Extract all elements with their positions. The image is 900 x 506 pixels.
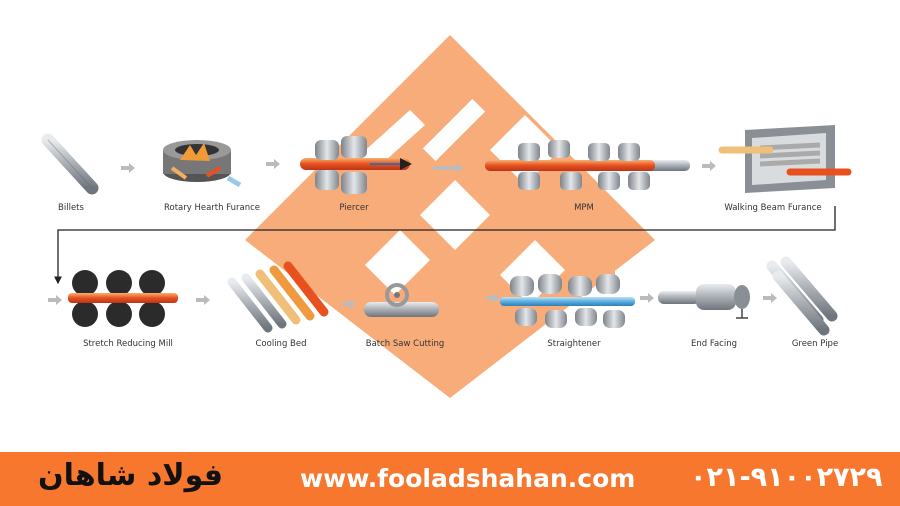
website-link[interactable]: www.fooladshahan.com (300, 464, 636, 493)
arrow-4 (702, 161, 716, 171)
arrow-10 (763, 293, 777, 303)
stretch-mill-icon (68, 270, 178, 327)
arrow-6 (196, 295, 210, 305)
row-connector (54, 206, 836, 285)
green-pipe-icon (766, 256, 838, 336)
saw-icon (364, 283, 439, 317)
stage-label-green-pipe: Green Pipe (791, 339, 839, 349)
stage-label-batch-saw-cutting: Batch Saw Cutting (365, 339, 445, 349)
process-diagram-svg (41, 35, 852, 398)
stage-label-cooling-bed: Cooling Bed (255, 339, 307, 349)
arrow-3 (433, 163, 463, 173)
straightener-icon (500, 274, 635, 328)
stage-label-straightener: Straightener (547, 339, 601, 349)
footer-bar: فولاد شاهان www.fooladshahan.com ۰۲۱-۹۱۰… (0, 452, 900, 506)
cooling-bed-icon (227, 261, 329, 333)
arrow-9 (640, 293, 654, 303)
stage-label-stretch-reducing-mill: Stretch Reducing Mill (83, 339, 173, 349)
piercer-icon (300, 136, 412, 194)
stage-label-end-facing: End Facing (691, 339, 737, 349)
billets-icon (41, 133, 99, 195)
brand-name: فولاد شاهان (38, 458, 224, 493)
stage-label-walking-beam-furnace: Walking Beam Furance (724, 203, 822, 213)
walking-beam-icon (718, 125, 852, 193)
arrow-8 (486, 293, 500, 303)
process-diagram: Billets Rotary Hearth Furance Piercer MP… (41, 35, 852, 398)
rotary-furnace-icon (163, 140, 242, 188)
phone-number[interactable]: ۰۲۱-۹۱۰۰۲۷۲۹ (690, 462, 883, 493)
arrow-7 (342, 299, 356, 309)
mpm-icon (485, 140, 690, 190)
stage-label-billets: Billets (58, 203, 84, 213)
stage-label-piercer: Piercer (339, 203, 369, 213)
stage-label-rotary-hearth-furnace: Rotary Hearth Furance (163, 203, 261, 213)
arrow-1 (121, 163, 135, 173)
arrow-2 (266, 159, 280, 169)
end-facing-icon (658, 284, 750, 319)
arrow-5 (48, 295, 62, 305)
stage-label-mpm: MPM (574, 203, 594, 213)
